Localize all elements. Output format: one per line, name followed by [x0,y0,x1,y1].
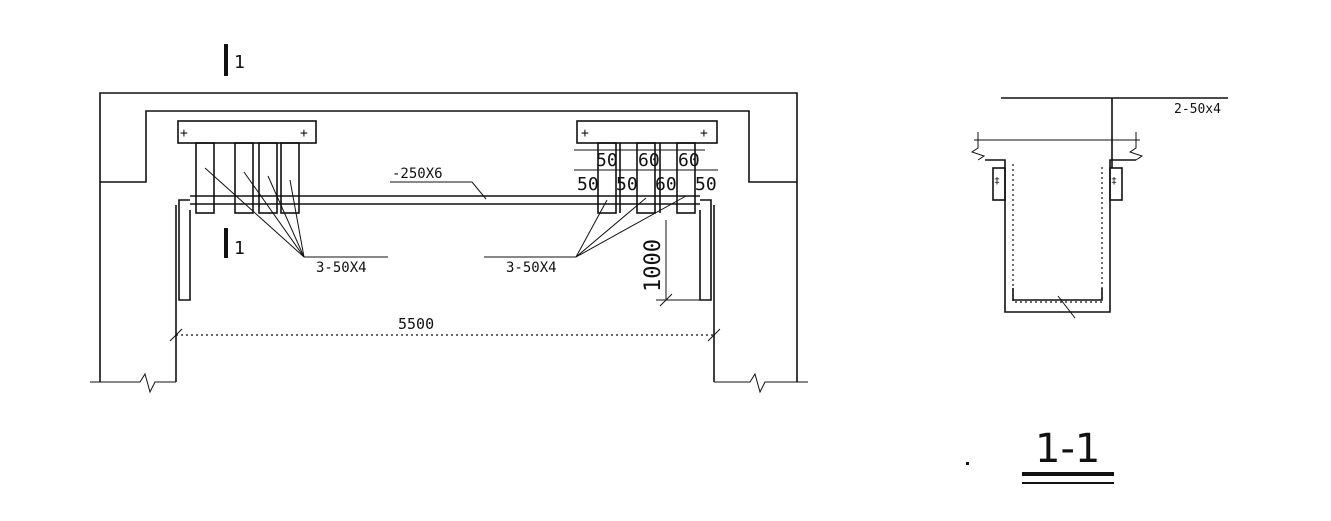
plate-right-screw-1: + [581,126,589,141]
span-dimension: 5500 [398,315,434,333]
section-mark-bottom-label: 1 [234,238,245,259]
spacing-top-3: 60 [678,150,700,171]
plan-view: 1 1 + + + + [90,44,808,394]
section-mark-top-label: 1 [234,52,245,73]
plate-right-screw-2: + [700,126,708,141]
section-plate-mark-right: ‡ [1111,176,1117,187]
section-break-left [970,132,986,161]
ground-break-right [714,372,808,394]
left-straps [195,142,300,214]
left-strap-leaders [204,167,388,258]
outer-wall-outline [99,92,798,382]
plate-left-screw-1: + [180,126,188,141]
plate-left-screw-2: + [300,126,308,141]
right-mounting-plate [576,120,718,144]
spacing-bottom-2: 50 [616,174,638,195]
channel-right [699,199,712,301]
section-title: 1-1 [1035,426,1100,472]
section-bracket-outer [985,159,1136,313]
section-view: 2-50x4 ‡ ‡ 1-1 [966,97,1228,484]
left-strap-label: 3-50X4 [316,260,367,276]
height-dimension: 1000 [641,239,666,292]
section-inner-leader [1057,295,1076,319]
section-cut-mark-top [224,44,228,76]
spacing-top-1: 50 [596,150,618,171]
span-dim-tick-right [707,328,721,342]
bar-label: -250X6 [392,166,443,182]
left-mounting-plate [177,120,317,144]
spacing-bottom-1: 50 [577,174,599,195]
channel-left [178,199,191,301]
right-strap-leaders [484,195,687,258]
section-title-underline-thick [1022,472,1114,476]
section-inner-channel [1012,164,1103,303]
bar-label-leader [390,181,487,200]
section-break-right [1128,132,1144,161]
section-strap-label: 2-50x4 [1174,102,1221,117]
span-dim-tick-left [169,328,183,342]
section-plate-mark-left: ‡ [994,176,1000,187]
right-strap-label: 3-50X4 [506,260,557,276]
ground-break-left [90,372,176,394]
section-cut-mark-bottom [224,228,228,258]
section-title-underline-thin [1022,482,1114,484]
stray-dot [966,462,969,465]
inner-recess-outline [100,110,797,183]
right-straps [597,142,696,214]
spacing-bottom-3: 60 [655,174,677,195]
section-side-plate-left [992,167,1006,201]
section-side-plate-right [1109,167,1123,201]
section-inner-u-bar [1012,288,1103,301]
spacing-bottom-4: 50 [695,174,717,195]
spacing-top-2: 60 [638,150,660,171]
